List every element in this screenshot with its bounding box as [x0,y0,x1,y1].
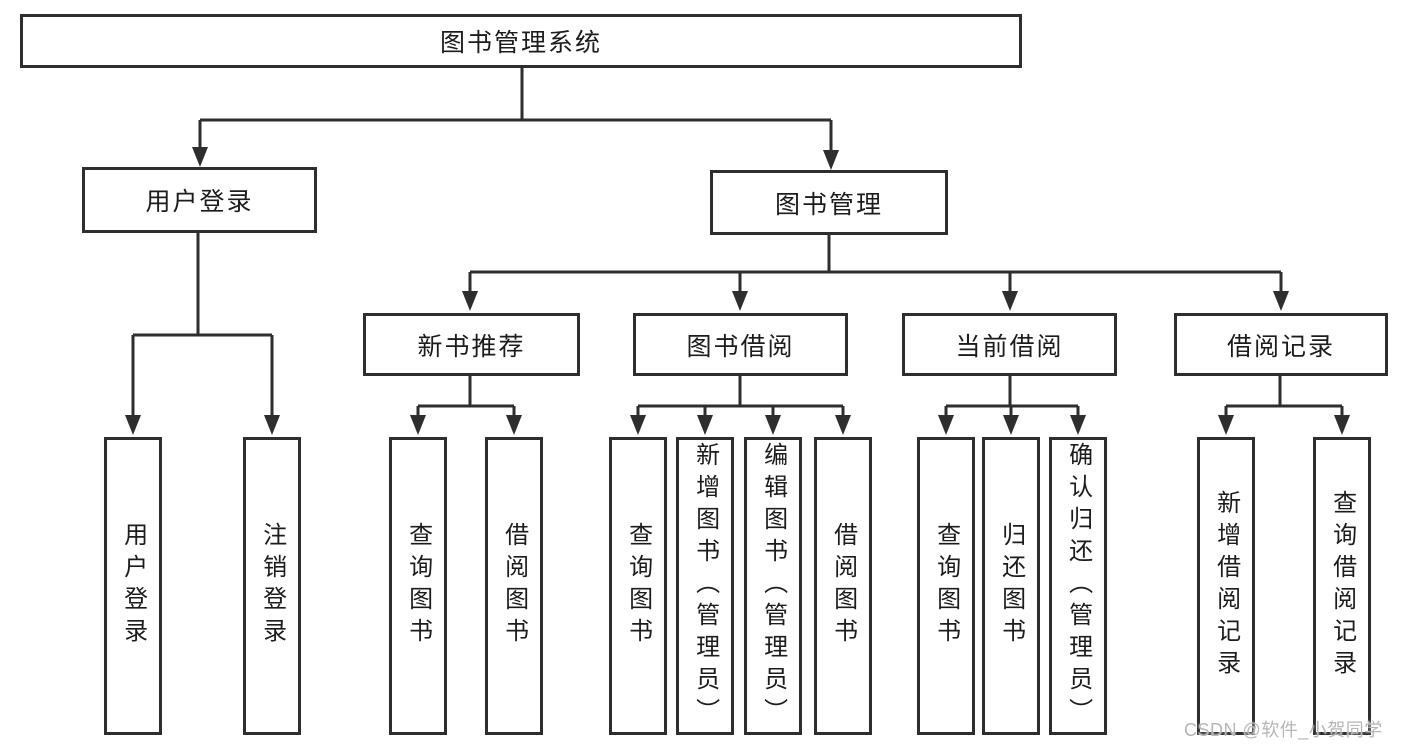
node-book-management: 图书管理 [710,170,948,235]
leaf-logout: 注销登录 [243,437,301,735]
leaf-borrow-books-recommend: 借阅图书 [485,437,543,735]
leaf-add-borrow-record: 新增借阅记录 [1197,437,1255,735]
leaf-return-books: 归还图书 [982,437,1040,735]
leaf-label: 新增图书（管理员） [691,442,719,730]
leaf-label: 新增借阅记录 [1212,490,1240,682]
leaf-label: 查询图书 [404,522,432,650]
leaf-add-books-admin: 新增图书（管理员） [676,437,734,735]
node-book-borrowing: 图书借阅 [633,313,848,376]
leaf-user-login: 用户登录 [104,437,162,735]
leaf-query-books-current: 查询图书 [917,437,975,735]
leaf-query-borrow-record: 查询借阅记录 [1313,437,1371,735]
leaf-label: 编辑图书（管理员） [759,442,787,730]
node-library-management-system: 图书管理系统 [20,14,1022,68]
node-new-book-recommendation: 新书推荐 [363,313,580,376]
leaf-label: 注销登录 [258,522,286,650]
leaf-label: 查询图书 [932,522,960,650]
leaf-label: 确认归还（管理员） [1064,442,1092,730]
csdn-watermark: CSDN @软件_小贺同学 [1184,720,1383,740]
leaf-query-books-recommend: 查询图书 [389,437,447,735]
leaf-label: 查询图书 [624,522,652,650]
leaf-label: 用户登录 [119,522,147,650]
leaf-label: 借阅图书 [829,522,857,650]
leaf-label: 借阅图书 [500,522,528,650]
leaf-edit-books-admin: 编辑图书（管理员） [744,437,802,735]
leaf-label: 查询借阅记录 [1328,490,1356,682]
leaf-query-books-borrow: 查询图书 [609,437,667,735]
node-current-borrowing: 当前借阅 [902,313,1117,376]
node-borrowing-records: 借阅记录 [1174,313,1388,376]
leaf-confirm-return-admin: 确认归还（管理员） [1049,437,1107,735]
leaf-label: 归还图书 [997,522,1025,650]
node-user-login: 用户登录 [82,167,317,233]
leaf-borrow-books: 借阅图书 [814,437,872,735]
